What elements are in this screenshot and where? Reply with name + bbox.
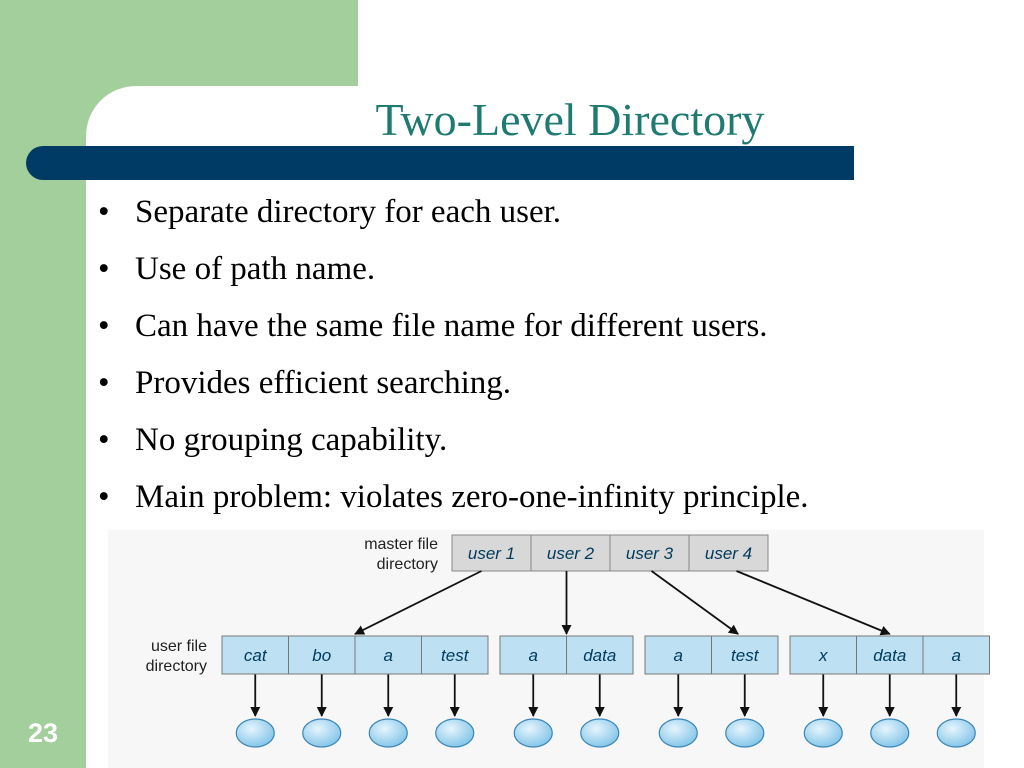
bullet-item: •No grouping capability.	[98, 416, 809, 473]
bullet-item: •Provides efficient searching.	[98, 359, 809, 416]
bullet-dot-icon: •	[98, 308, 110, 344]
file-node	[435, 718, 475, 748]
master-entry-label: user 3	[626, 544, 674, 563]
top-green-band	[0, 0, 358, 86]
user-file-directory: a data	[499, 635, 634, 675]
user-file-entry-label: data	[873, 646, 906, 665]
user-file-entry-label: test	[441, 646, 470, 665]
file-node	[936, 718, 976, 748]
master-entry-cell	[451, 534, 532, 572]
file-node	[658, 718, 698, 748]
master-entry-cell	[530, 534, 611, 572]
user-file-entry-label: a	[529, 646, 538, 665]
bullet-dot-icon: •	[98, 365, 110, 401]
user-file-entry-cell	[922, 635, 990, 675]
master-file-directory-label-line1: master file	[364, 536, 438, 553]
user-file-entry-label: a	[952, 646, 961, 665]
file-node	[580, 718, 620, 748]
bullet-item: •Separate directory for each user.	[98, 188, 809, 245]
bullet-item: •Use of path name.	[98, 245, 809, 302]
user-file-entry-label: a	[384, 646, 393, 665]
user-file-entry-label: data	[583, 646, 616, 665]
user-file-entry-cell	[711, 635, 779, 675]
directory-arrows	[250, 570, 962, 717]
slide-title: Two-Level Directory	[375, 94, 765, 145]
user-file-entry-label: bo	[312, 646, 331, 665]
master-pointer-arrow	[736, 570, 891, 636]
user-file-entry-label: test	[731, 646, 760, 665]
user-file-entry-cell	[789, 635, 857, 675]
user-file-directory-label-line2: directory	[146, 658, 207, 675]
user-file-entry-cell	[354, 635, 422, 675]
user-file-entry-cell	[499, 635, 567, 675]
bullet-list: •Separate directory for each user. •Use …	[98, 188, 809, 530]
user-file-entry-label: a	[674, 646, 683, 665]
user-file-directories: cat bo a test a data a test x data a	[221, 635, 990, 675]
file-node	[870, 718, 910, 748]
master-pointer-arrow	[650, 570, 739, 635]
bullet-dot-icon: •	[98, 422, 110, 458]
bullet-item: •Main problem: violates zero-one-infinit…	[98, 473, 809, 530]
master-file-directory-label-line2: directory	[377, 556, 438, 573]
file-node	[302, 718, 342, 748]
bullet-dot-icon: •	[98, 251, 110, 287]
user-file-entry-label: x	[818, 646, 828, 665]
master-pointer-arrow	[354, 570, 482, 635]
user-file-directory: x data a	[789, 635, 990, 675]
file-node	[513, 718, 553, 748]
master-entry-cell	[609, 534, 690, 572]
user-file-directory-label-line1: user file	[151, 638, 207, 655]
user-file-entry-cell	[288, 635, 356, 675]
master-entry-cell	[688, 534, 769, 572]
title-underline-bar	[26, 146, 854, 180]
file-node	[803, 718, 843, 748]
file-node	[235, 718, 275, 748]
file-node	[725, 718, 765, 748]
master-entry-label: user 2	[547, 544, 595, 563]
master-entry-label: user 4	[705, 544, 752, 563]
user-file-entry-label: cat	[244, 646, 268, 665]
page-number: 23	[27, 718, 59, 748]
user-file-directory: a test	[644, 635, 779, 675]
file-node	[368, 718, 408, 748]
bullet-item: •Can have the same file name for differe…	[98, 302, 809, 359]
user-file-directory: cat bo a test	[221, 635, 489, 675]
user-file-entry-cell	[421, 635, 489, 675]
master-entry-label: user 1	[468, 544, 515, 563]
master-file-directory: user 1 user 2 user 3 user 4	[451, 534, 769, 572]
user-file-entry-cell	[856, 635, 924, 675]
bullet-dot-icon: •	[98, 479, 110, 515]
bullet-dot-icon: •	[98, 194, 110, 230]
file-nodes	[235, 718, 976, 748]
left-green-bar	[0, 0, 86, 768]
user-file-entry-cell	[566, 635, 634, 675]
